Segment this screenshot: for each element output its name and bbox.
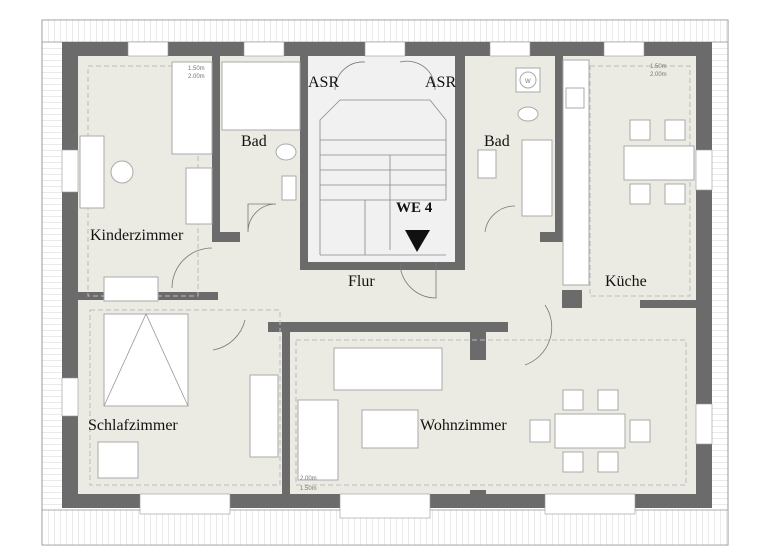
room-label-flur: Flur: [348, 273, 375, 290]
stair-area: [308, 56, 458, 262]
room-label-bad-right: Bad: [484, 133, 510, 150]
staircase: [319, 99, 447, 256]
dimension-label: 2.00m: [650, 72, 667, 78]
entrance-arrow-icon: [405, 230, 430, 252]
room-label-asr-left: ASR: [308, 74, 339, 91]
doors: [171, 60, 553, 366]
furniture: W: [79, 59, 695, 481]
dimension-label: 1.50m: [300, 486, 317, 492]
dimension-label: 2.00m: [188, 74, 205, 80]
room-label-asr-right: ASR: [425, 74, 456, 91]
dimension-label: 1.50m: [650, 64, 667, 70]
room-label-wohnzimmer: Wohnzimmer: [420, 417, 507, 434]
dimension-label: 2.00m: [300, 476, 317, 482]
room-label-kueche: Küche: [605, 273, 647, 290]
unit-label: WE 4: [396, 200, 433, 216]
windows: [61, 41, 713, 519]
room-label-bad-left: Bad: [241, 133, 267, 150]
room-label-schlafzimmer: Schlafzimmer: [88, 417, 178, 434]
washer-symbol: W: [525, 79, 531, 85]
dimension-label: 1.50m: [188, 66, 205, 72]
room-label-kinderzimmer: Kinderzimmer: [90, 227, 184, 244]
